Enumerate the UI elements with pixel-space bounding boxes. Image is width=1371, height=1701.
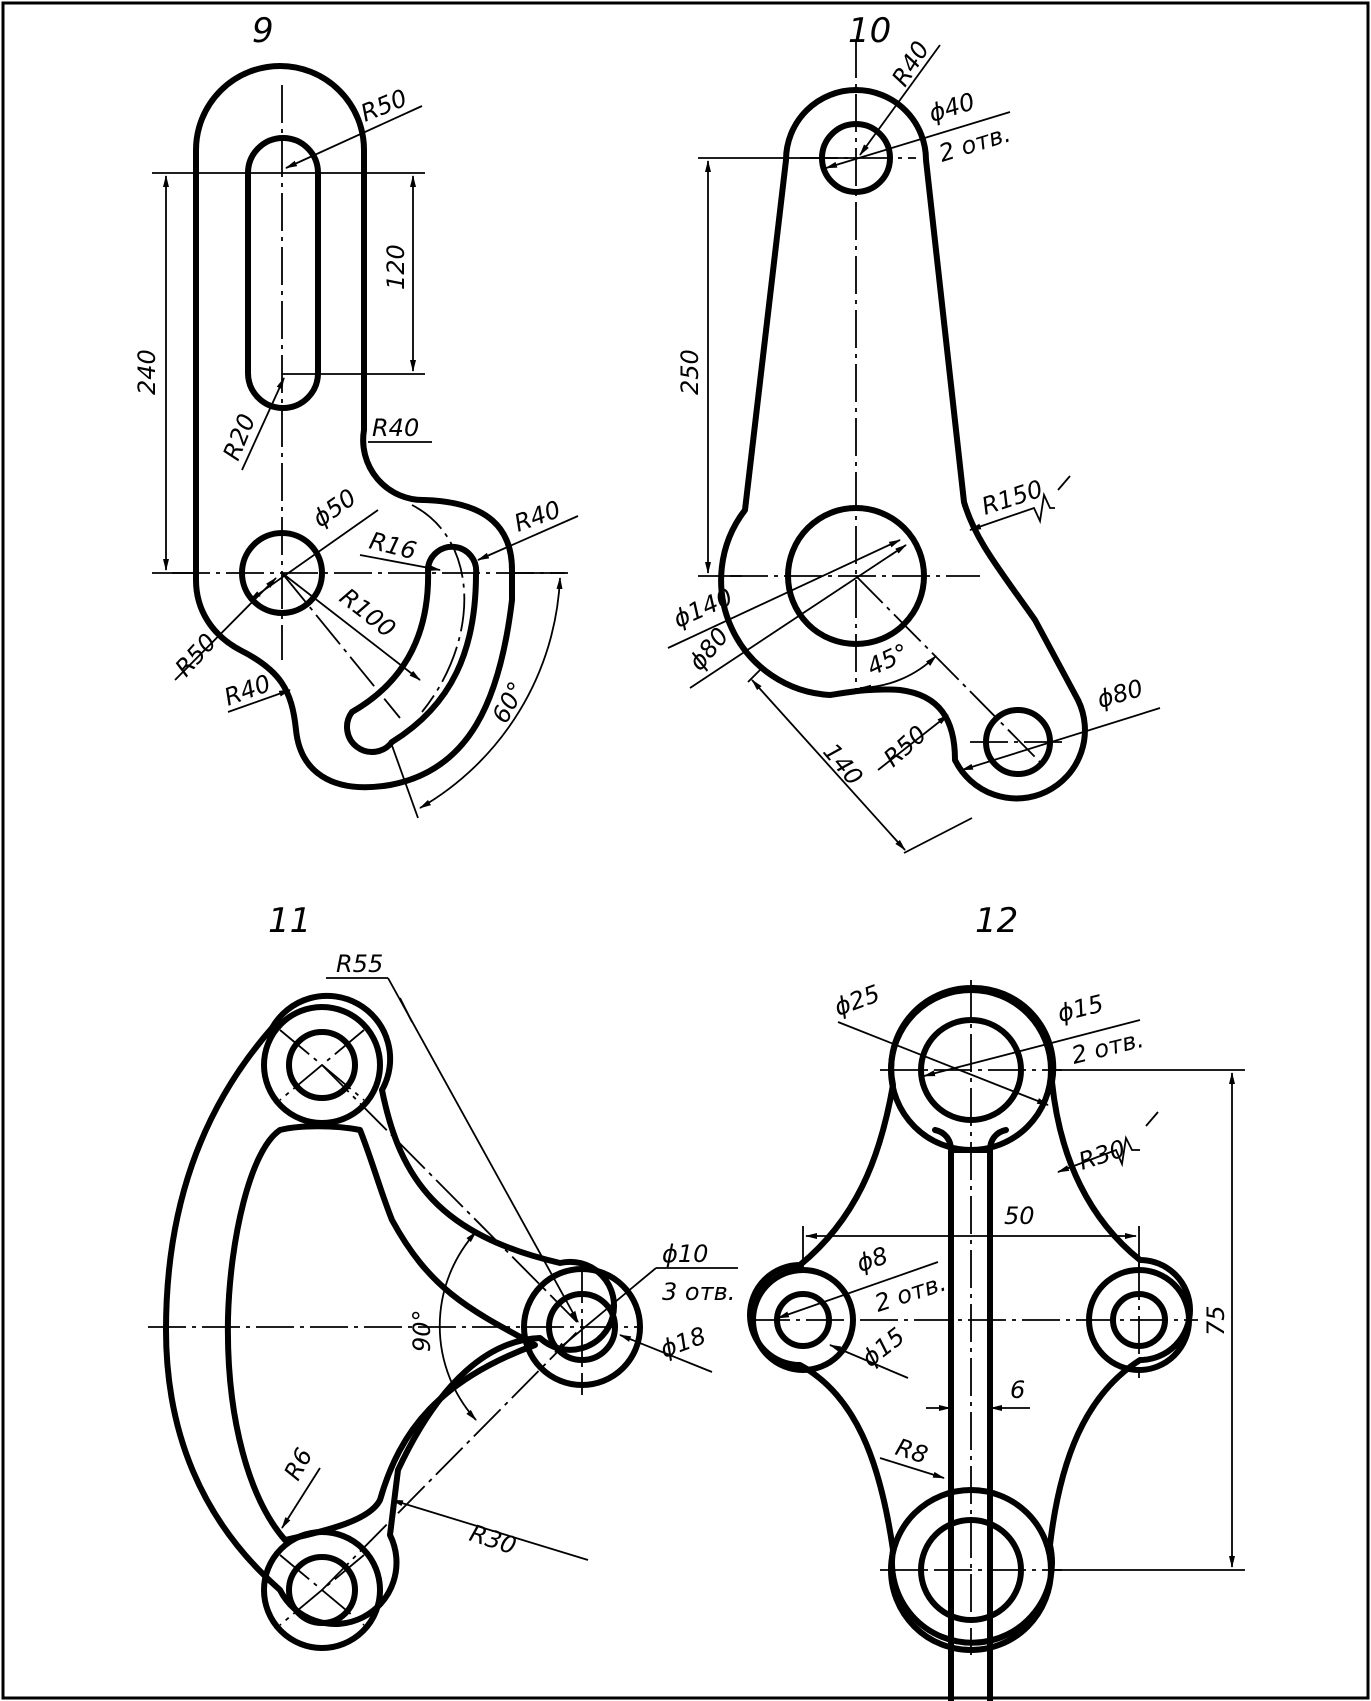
- figure-11-top-hole: [286, 1029, 358, 1101]
- figure-11-lower-centerline: [321, 1326, 583, 1591]
- figure-11-label-r55: R55: [336, 950, 383, 978]
- figure-11-bottom-hole: [286, 1554, 358, 1626]
- figure-12-label-d15-top: ϕ15: [1055, 989, 1107, 1027]
- figure-11-top-cross-b: [279, 1029, 365, 1101]
- figure-11-bottom-cross-b: [279, 1554, 365, 1626]
- figure-12-label-holes-top: 2 отв.: [1069, 1025, 1147, 1070]
- figure-11-number: 11: [268, 901, 311, 941]
- figure-11-inner-cut: [224, 1123, 538, 1543]
- figure-9-angle-centerline: [281, 572, 401, 719]
- figure-9-leader-d50: [249, 509, 379, 601]
- figure-9-leader-r50-top: [285, 105, 423, 169]
- figure-10-leader-d140: [667, 539, 901, 649]
- figure-11-label-r30: R30: [466, 1519, 520, 1560]
- figure-12-label-75: 75: [1202, 1305, 1230, 1336]
- figure-10-label-250: 250: [676, 349, 704, 395]
- figure-9-label-r40-far: R40: [510, 495, 564, 537]
- figure-12-label-d25: ϕ25: [830, 979, 883, 1021]
- figure-9-leader-r50-left: [174, 577, 277, 681]
- figure-12-leader-d15-top: [923, 1019, 1141, 1077]
- figure-10-label-r40: R40: [886, 36, 935, 91]
- figure-9-label-r40-right: R40: [372, 414, 419, 442]
- figure-9-label-r50-left: R50: [170, 628, 222, 682]
- figure-9-label-r50-top: R50: [357, 84, 411, 128]
- figure-11-r55-tick: [399, 997, 413, 1023]
- figure-11-upper-centerline: [321, 1064, 583, 1328]
- figure-9-ext-60-b: [389, 739, 419, 819]
- figure-12-label-r30: R30: [1075, 1134, 1129, 1175]
- figure-10-label-holes: 2 отв.: [936, 120, 1014, 168]
- figure-10-label-d80: ϕ80: [683, 622, 734, 676]
- figure-12-leader-r30: [1057, 1135, 1140, 1173]
- figure-9-label-d50: ϕ50: [307, 483, 361, 533]
- figure-10-label-d80-right: ϕ80: [1094, 674, 1146, 714]
- figure-12-label-holes-left: 2 отв.: [871, 1268, 949, 1317]
- figure-12-leader-d8: [777, 1261, 939, 1319]
- figure-10-label-d40: ϕ40: [926, 87, 979, 127]
- figure-9: 9 240 120 R50 R20 R40: [133, 11, 579, 819]
- figure-11: 11 R55 90° ϕ10 3 отв.: [148, 901, 738, 1651]
- figure-10-leader-d80: [689, 544, 907, 689]
- figure-12-leader-d15-left: [829, 1344, 909, 1379]
- figure-9-label-r16: R16: [367, 527, 420, 566]
- figure-10-leader-r50: [877, 714, 949, 771]
- figure-11-leader-r6: [281, 1467, 321, 1529]
- figure-10-angle-centerline: [855, 575, 1041, 763]
- figure-9-number: 9: [252, 11, 274, 51]
- figure-9-outline: [193, 63, 515, 791]
- figure-11-label-d18: ϕ18: [656, 1321, 709, 1363]
- figure-9-leader-r100: [281, 572, 421, 681]
- figure-9-arc-centerline: [411, 504, 466, 713]
- figure-10-label-140: 140: [817, 738, 868, 791]
- figure-10-r150-break: [1057, 475, 1071, 491]
- figure-11-label-90: 90°: [408, 1309, 436, 1352]
- figure-10-dim-140: [751, 679, 906, 851]
- figure-10-ext-140-b: [903, 817, 973, 854]
- figure-9-dim-60: [419, 577, 563, 809]
- figure-9-label-240: 240: [133, 349, 161, 395]
- figure-11-label-holes: 3 отв.: [662, 1278, 735, 1306]
- figure-9-label-r20: R20: [218, 410, 262, 464]
- figure-10-leader-d80-right: [961, 707, 1161, 771]
- figure-10-number: 10: [848, 11, 891, 51]
- figure-12-label-50: 50: [1004, 1202, 1035, 1230]
- figure-10-leader-r150: [969, 491, 1055, 531]
- figure-11-label-d10: ϕ10: [662, 1240, 708, 1268]
- figure-9-label-r100: R100: [334, 583, 400, 644]
- figure-10-outline: [718, 87, 1088, 802]
- figure-10: 10 250 R40 ϕ40 2 отв. R150 ϕ140: [667, 11, 1161, 854]
- figure-12-label-6: 6: [1010, 1376, 1025, 1404]
- figure-9-slot: [245, 135, 321, 411]
- figure-12-number: 12: [975, 901, 1018, 941]
- figure-10-leader-r40: [859, 44, 941, 156]
- figure-10-label-r50: R50: [878, 720, 932, 772]
- figure-9-leader-r16: [359, 554, 441, 571]
- figure-12-leader-r8: [879, 1457, 945, 1479]
- figure-11-leader-d18: [619, 1334, 713, 1373]
- figure-9-label-r40-left: R40: [220, 669, 274, 711]
- figure-10-ext-140-a: [747, 669, 761, 683]
- figure-12-label-d15-left: ϕ15: [856, 1322, 910, 1373]
- figure-10-label-d140: ϕ140: [669, 583, 737, 634]
- figure-9-leader-r40-far: [477, 515, 579, 561]
- figure-11-dim-90: [438, 1231, 477, 1421]
- figure-11-leader-d10: [554, 1267, 657, 1353]
- figure-12-label-d8: ϕ8: [853, 1241, 891, 1277]
- figure-11-top-boss: [261, 1004, 383, 1126]
- figure-11-outline: [163, 992, 617, 1627]
- figure-9-leader-r40-left: [227, 689, 291, 713]
- figure-10-leader-d40: [825, 111, 1011, 169]
- figure-11-leader-r30: [391, 1499, 589, 1561]
- figure-9-label-120: 120: [382, 244, 410, 290]
- figure-12-outline: [747, 984, 1193, 1646]
- figure-11-leader-r55: [387, 977, 579, 1323]
- figure-12-leader-d25: [837, 1021, 1049, 1106]
- figure-9-leader-r20: [241, 377, 285, 471]
- figure-11-bottom-boss: [261, 1529, 383, 1651]
- figure-12: 12 ϕ25 ϕ15 2 отв. R30: [747, 901, 1245, 1701]
- figure-12-r30-break: [1145, 1111, 1159, 1127]
